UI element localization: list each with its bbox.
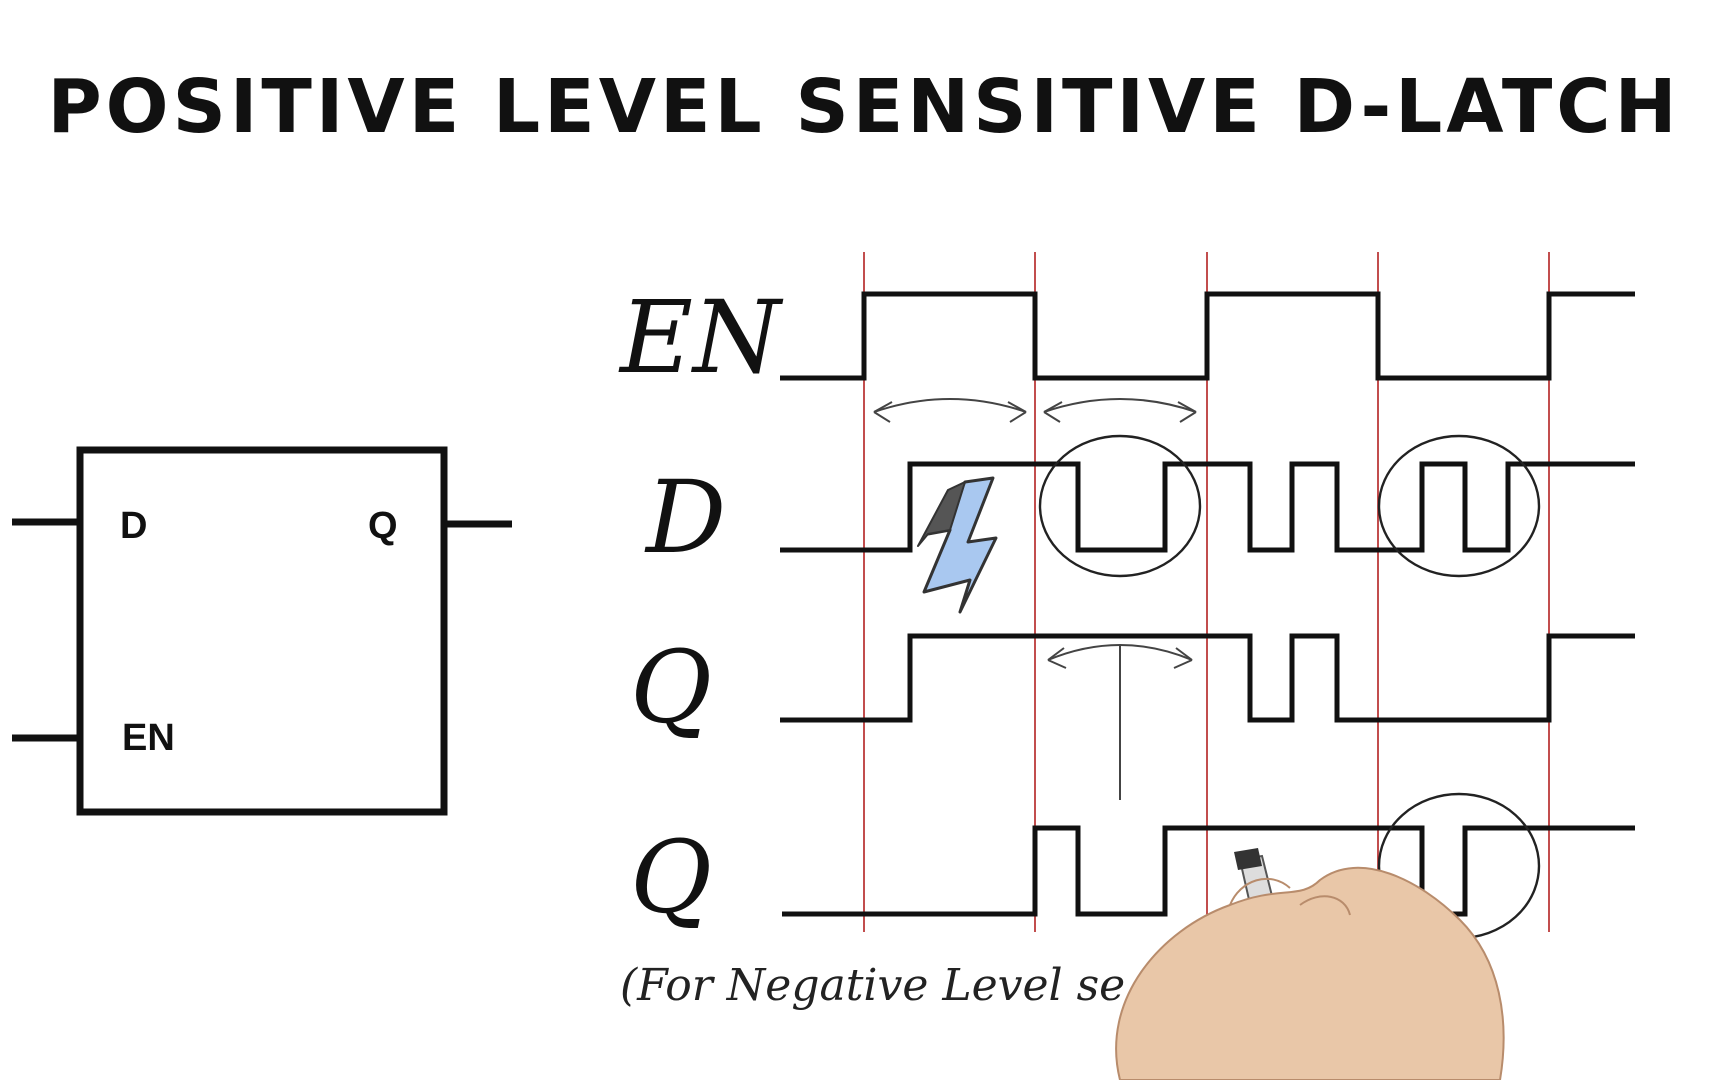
page-title: POSITIVE LEVEL SENSITIVE D-LATCH xyxy=(47,64,1680,150)
hand-finger-fold xyxy=(1229,878,1291,906)
duration-arrow-arc xyxy=(873,398,1027,413)
d-input-label: D xyxy=(120,505,147,547)
hand-holding-marker xyxy=(1115,848,1505,1080)
waveform-d xyxy=(780,461,1635,553)
latch-body xyxy=(76,446,448,816)
hold-arrow-arc xyxy=(1047,644,1193,661)
duration-arrows xyxy=(873,398,1197,423)
signal-label-en: EN xyxy=(618,279,784,396)
duration-arrowhead-left xyxy=(873,401,893,423)
waveform-q xyxy=(780,633,1635,723)
note-text: (For Negative Level se xyxy=(620,960,1125,1011)
hand-palm xyxy=(1115,866,1505,1080)
en-input-label: EN xyxy=(122,717,175,759)
duration-arrow-arc xyxy=(1043,398,1197,413)
hold-arrowhead-right xyxy=(1173,647,1193,669)
hold-annotation xyxy=(1047,644,1193,800)
signal-label-q: Q xyxy=(630,629,712,746)
q-output-label: Q xyxy=(368,505,398,547)
duration-arrowhead-right xyxy=(1007,401,1027,423)
signal-label-q-negative: Q xyxy=(630,819,712,936)
highlight-circle-d-2 xyxy=(1377,434,1541,578)
hold-arrowhead-left xyxy=(1047,647,1067,669)
highlight-circle-d-1 xyxy=(1038,434,1202,578)
duration-arrowhead-right xyxy=(1177,401,1197,423)
waveform-en xyxy=(780,291,1635,381)
marker-tip xyxy=(1234,848,1262,870)
lightning-bolt-icon xyxy=(917,476,998,614)
waveform-q-negative xyxy=(782,825,1635,917)
signal-label-d: D xyxy=(644,459,726,576)
duration-arrowhead-left xyxy=(1043,401,1063,423)
latch-block: D Q EN xyxy=(12,446,512,816)
hand-knuckle xyxy=(1299,895,1351,916)
